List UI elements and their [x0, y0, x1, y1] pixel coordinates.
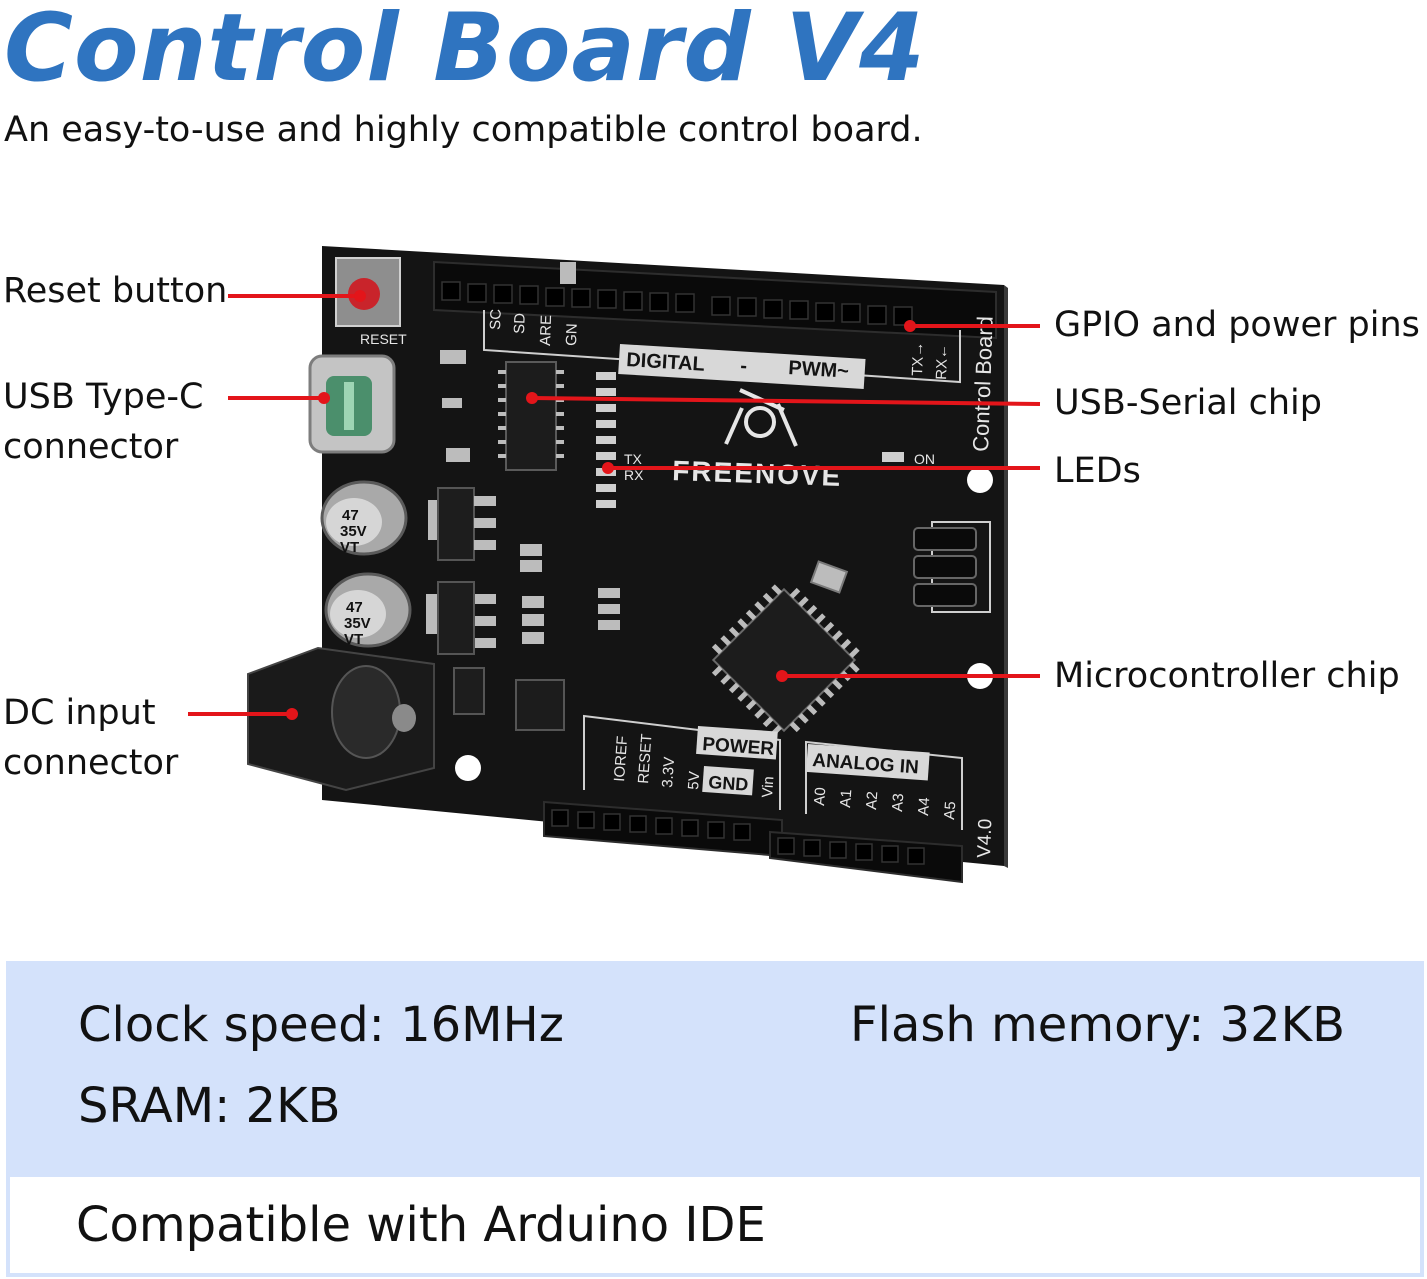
analog-pin-label: A0 [811, 787, 829, 807]
callout-dc-input: DC input [3, 693, 156, 733]
callout-reset-button: Reset button [3, 271, 228, 311]
digital-silk: DIGITAL [626, 349, 706, 376]
page-title: Control Board V4 [4, 0, 926, 103]
regulator-pins [474, 496, 496, 648]
callout-dot-gpio [904, 320, 916, 332]
power-pin-label: 3.3V [659, 756, 678, 788]
callout-dot-reset [354, 290, 366, 302]
board-name-silk: Control Board [968, 316, 998, 453]
callout-dot-dc [286, 708, 298, 720]
gnd-silk-bg [702, 766, 754, 796]
op-amp-chip [515, 679, 565, 731]
on-silk: ON [914, 451, 935, 467]
spec-flash-memory: Flash memory: 32KB [850, 997, 1346, 1053]
power-pin-label: Vin [759, 776, 777, 799]
cap-series: VT [344, 631, 363, 648]
version-silk: V4.0 [974, 818, 996, 858]
tx-silk: TX [624, 451, 643, 467]
reset-switch [335, 257, 401, 327]
analog-pin-label: A1 [837, 789, 855, 809]
callout-usb-serial-chip: USB-Serial chip [1054, 383, 1323, 423]
cap-voltage: 35V [340, 523, 367, 540]
analog-silk-bg [806, 744, 930, 781]
pcb-edge [1004, 285, 1008, 868]
pwm-silk: PWM~ [788, 357, 850, 383]
cap-value: 47 [346, 599, 363, 616]
analog-pin-label: A2 [863, 791, 881, 811]
callout-usb-type-c-connector: connector [3, 427, 179, 467]
led-column [596, 372, 616, 508]
top-pin-label: GN [563, 323, 581, 346]
power-header-sockets [551, 809, 751, 841]
spec-sram: SRAM: 2KB [78, 1078, 341, 1134]
microcontroller [711, 584, 860, 736]
usb-c-tongue [344, 382, 354, 430]
cap-series: VT [340, 539, 359, 556]
dash-silk: - [740, 355, 748, 377]
spec-compatibility: Compatible with Arduino IDE [76, 1197, 766, 1253]
tx-arrow-silk: TX→ [909, 341, 927, 376]
top-pin-labels: SC SD ARE GN [487, 309, 581, 347]
page-subtitle: An easy-to-use and highly compatible con… [4, 110, 923, 150]
compatibility-box: Compatible with Arduino IDE [10, 1177, 1420, 1273]
analog-header-sockets [777, 837, 925, 865]
reset-silk: RESET [360, 331, 407, 347]
dc-jack-pin [392, 704, 416, 732]
icsp-pins [913, 527, 977, 607]
callout-lines [188, 290, 1041, 720]
capacitor-lower: 47 35V VT [324, 572, 412, 648]
top-pin-label: ARE [537, 315, 555, 346]
smd-component [453, 667, 485, 715]
brand-silk: FREENOVE [672, 455, 843, 492]
top-pin-label: SD [511, 313, 529, 335]
capacitor-upper: 47 35V VT [320, 480, 408, 556]
cap-voltage: 35V [344, 615, 371, 632]
callout-dot-leds [602, 462, 614, 474]
callout-dot-usb-serial [526, 392, 538, 404]
power-pin-label: 5V [685, 771, 703, 791]
spec-clock-speed: Clock speed: 16MHz [78, 997, 564, 1053]
header-key [560, 262, 576, 284]
callout-microcontroller-chip: Microcontroller chip [1054, 656, 1400, 696]
dc-jack-barrel [331, 665, 401, 759]
silk-outline-power [583, 714, 781, 810]
power-silk: POWER [702, 734, 775, 760]
callout-gpio-pins: GPIO and power pins [1054, 305, 1420, 345]
callout-line-usb-serial [531, 396, 1041, 406]
callout-dc-input-connector: connector [3, 743, 179, 783]
callout-dot-mcu [776, 670, 788, 682]
rx-silk: RX [624, 467, 644, 483]
digital-silk-bg [618, 344, 866, 389]
usb-serial-chip [505, 361, 557, 471]
analog-pin-labels: A0 A1 A2 A3 A4 A5 [811, 787, 959, 821]
power-pin-label: RESET [635, 733, 655, 784]
voltage-regulator [437, 581, 475, 655]
cap-value: 47 [342, 507, 359, 524]
power-pin-label: IOREF [611, 735, 631, 782]
gnd-silk: GND [708, 772, 749, 795]
callout-dot-usb-c [318, 392, 330, 404]
top-pin-label: SC [487, 309, 505, 331]
crystal [809, 560, 849, 594]
analog-pin-label: A3 [889, 793, 907, 813]
board-diagram: DIGITAL - PWM~ SC SD ARE GN TX→ RX← Cont… [188, 246, 1041, 884]
digital-header-sockets [441, 281, 913, 326]
callout-usb-type-c: USB Type-C [3, 377, 204, 417]
analog-pin-label: A5 [941, 801, 959, 821]
rx-arrow-silk: RX← [933, 344, 951, 380]
voltage-regulator [437, 487, 475, 561]
power-pin-labels: IOREF RESET 3.3V 5V Vin [611, 733, 777, 798]
power-silk-bg [696, 726, 778, 760]
brand-logo-icon [724, 388, 798, 447]
on-led [882, 452, 904, 462]
analog-pin-label: A4 [915, 797, 933, 817]
callout-leds: LEDs [1054, 451, 1141, 491]
